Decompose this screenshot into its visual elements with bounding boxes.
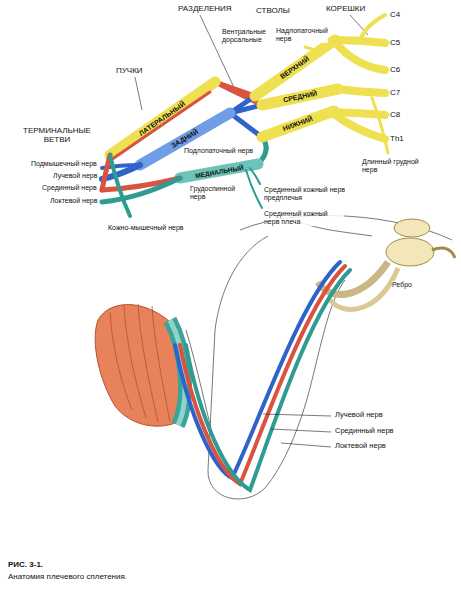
finger-lines <box>110 304 170 422</box>
cord-label: ЛАТЕРАЛЬНЫЙ <box>137 100 186 138</box>
root-label: C8 <box>390 110 400 119</box>
part-label: Надлопаточный нерв <box>276 27 328 43</box>
ulnar-nerve <box>186 270 350 490</box>
figure-caption: Анатомия плечевого сплетения. <box>8 572 127 581</box>
arm-nerves <box>175 262 350 490</box>
part-label: Локтевой нерв <box>50 197 97 205</box>
part-label: Срединный кожный нерв плеча <box>264 210 344 226</box>
lower-trunk <box>262 111 334 137</box>
hand <box>95 304 185 426</box>
part-label: Вентральные дорсальные <box>222 28 272 44</box>
part-label: Грудоспинной нерв <box>190 185 240 201</box>
arm-outline <box>208 236 345 499</box>
section-heading: РАЗДЕЛЕНИЯ <box>178 4 232 13</box>
part-label: Лучевой нерв <box>53 172 97 180</box>
part-label: Ребро <box>392 281 412 289</box>
part-label: Срединный кожный нерв предплечья <box>264 186 356 202</box>
trunk-label: НИЖНИЙ <box>282 115 314 133</box>
leader-line <box>263 414 331 416</box>
root-label: C5 <box>390 38 400 47</box>
figure-title: РИС. 3-1. <box>8 560 43 569</box>
part-label: Лучевой нерв <box>335 411 383 420</box>
root <box>335 40 385 43</box>
part-label: Срединный нерв <box>335 427 394 436</box>
root <box>360 15 385 40</box>
trunks <box>255 40 338 137</box>
median-nerve <box>102 155 110 190</box>
section-heading: КОРЕШКИ <box>326 4 365 13</box>
terminal-branches <box>102 155 262 216</box>
leader-line <box>281 443 331 447</box>
vertebra <box>394 219 430 237</box>
root <box>335 42 385 70</box>
part-label: Подмышечный нерв <box>31 160 97 168</box>
vertebra-process <box>432 248 455 258</box>
body-outline <box>186 216 452 499</box>
musculocutaneous-nerve <box>110 155 130 216</box>
trunk-label: ВЕРХНИЙ <box>279 55 311 81</box>
section-heading: ПУЧКИ <box>116 66 143 75</box>
part-label: Локтевой нерв <box>335 442 386 451</box>
lateral-cord <box>110 82 215 155</box>
middle-trunk <box>262 89 338 105</box>
ulnar-nerve <box>102 178 180 202</box>
leader-line <box>135 77 142 110</box>
root-label: C6 <box>390 65 400 74</box>
root-label: C7 <box>390 88 400 97</box>
part-label: Длинный грудной нерв <box>362 158 424 174</box>
part-label: Кожно-мышечный нерв <box>108 224 184 232</box>
root-label: C4 <box>390 10 400 19</box>
root <box>338 89 385 93</box>
section-heading: ТЕРМИНАЛЬНЫЕ ВЕТВИ <box>20 126 94 144</box>
section-heading: СТВОЛЫ <box>256 6 290 15</box>
rib <box>330 268 398 309</box>
cutaneous-nerve <box>246 170 262 208</box>
cutaneous-nerve <box>250 168 260 184</box>
long-thoracic-nerve <box>372 98 388 153</box>
part-label: Подлопаточный нерв <box>184 147 253 155</box>
leader-line <box>271 429 331 432</box>
root-label: Th1 <box>390 134 404 143</box>
part-label: Срединный нерв <box>42 184 97 192</box>
vertebra <box>386 238 434 266</box>
